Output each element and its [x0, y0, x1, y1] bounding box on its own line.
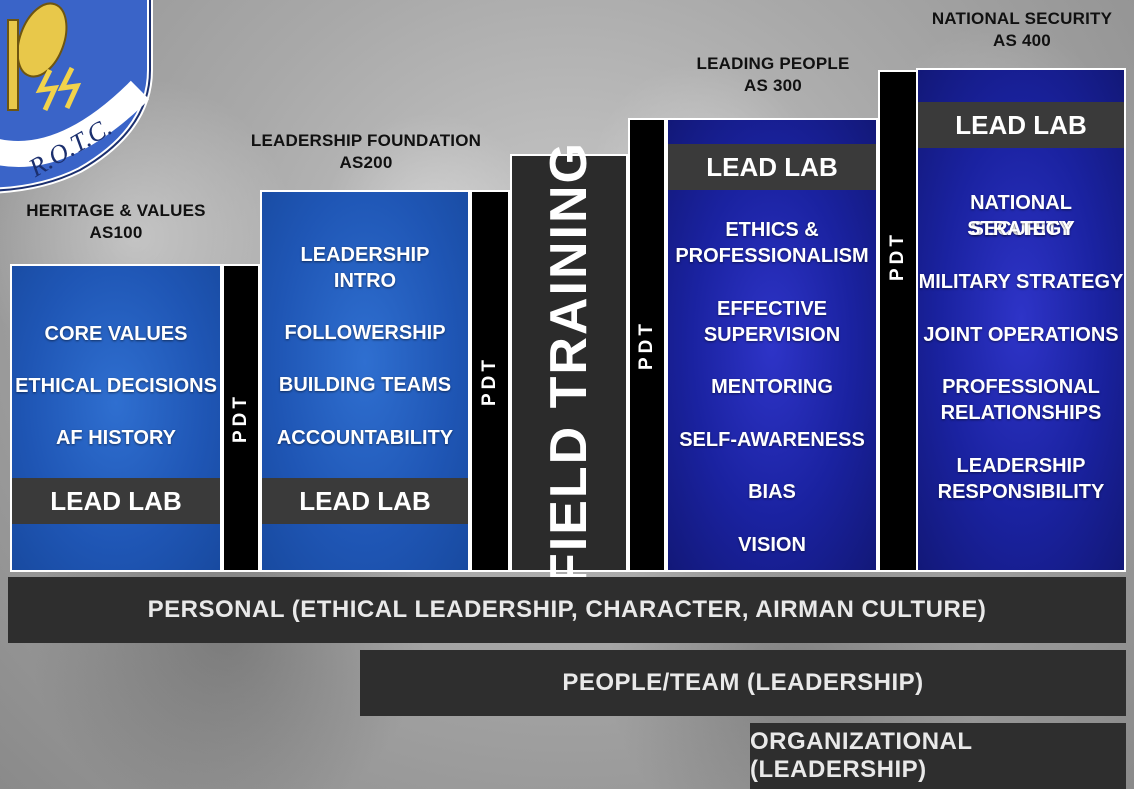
list-item: SUPERVISION: [703, 324, 841, 346]
list-item: STRATEGY: [967, 218, 1075, 240]
bar-label: PEOPLE/TEAM (LEADERSHIP): [562, 669, 924, 696]
as400-block: LEAD LAB NATIONAL SECURITY STRATEGY MILI…: [916, 68, 1126, 572]
pdt-label: PDT: [479, 356, 500, 406]
header-code: AS 300: [744, 76, 802, 95]
list-item: BUILDING TEAMS: [278, 374, 452, 396]
list-item: ETHICAL DECISIONS: [15, 375, 217, 397]
header-code: AS100: [89, 223, 143, 242]
personal-leadership-bar: PERSONAL (ETHICAL LEADERSHIP, CHARACTER,…: [8, 577, 1126, 643]
field-training-label: FIELD TRAINING: [540, 141, 598, 585]
list-item: AF HISTORY: [55, 427, 176, 449]
header-code: AS 400: [993, 31, 1051, 50]
header-title: LEADERSHIP FOUNDATION: [250, 131, 482, 150]
header-title: NATIONAL SECURITY: [931, 9, 1113, 28]
list-item: PROFESSIONAL: [942, 376, 1100, 398]
field-training-block: FIELD TRAINING: [510, 141, 628, 585]
pdt-label: PDT: [230, 393, 251, 443]
list-item: ACCOUNTABILITY: [276, 427, 454, 449]
list-item: LEADERSHIP: [300, 244, 430, 266]
pdt-bar-4: PDT: [878, 70, 918, 572]
header-title: LEADING PEOPLE: [696, 54, 850, 73]
list-item: EFFECTIVE: [716, 298, 827, 320]
header-as100: HERITAGE & VALUES AS100: [10, 200, 222, 244]
lead-lab-label: LEAD LAB: [262, 478, 468, 524]
lead-lab-label: LEAD LAB: [668, 144, 876, 190]
as200-block: LEADERSHIP INTRO FOLLOWERSHIP BUILDING T…: [260, 190, 470, 572]
list-item: VISION: [738, 534, 806, 556]
header-title: HERITAGE & VALUES: [26, 201, 206, 220]
list-item: PROFESSIONALISM: [675, 245, 869, 267]
lead-lab-label: LEAD LAB: [12, 478, 220, 524]
as300-block: LEAD LAB ETHICS & PROFESSIONALISM EFFECT…: [666, 118, 878, 572]
list-item: JOINT OPERATIONS: [923, 324, 1119, 346]
afrotc-crest-logo: R.O.T.C.: [0, 0, 153, 194]
pdt-bar-2: PDT: [470, 190, 510, 572]
list-item: CORE VALUES: [44, 323, 188, 345]
pdt-label: PDT: [636, 320, 657, 370]
list-item: NATIONAL SECURITY: [970, 192, 1072, 240]
list-item: RESPONSIBILITY: [937, 481, 1105, 503]
lead-lab-label: LEAD LAB: [918, 102, 1124, 148]
as100-block: CORE VALUES ETHICAL DECISIONS AF HISTORY…: [10, 264, 222, 572]
list-item: LEADERSHIP: [956, 455, 1086, 477]
list-item: RELATIONSHIPS: [940, 402, 1102, 424]
header-as300: LEADING PEOPLE AS 300: [668, 53, 878, 97]
pdt-bar-1: PDT: [222, 264, 260, 572]
list-item: INTRO: [333, 270, 397, 292]
list-item: BIAS: [748, 481, 796, 503]
header-code: AS200: [339, 153, 393, 172]
pdt-label: PDT: [887, 231, 908, 282]
header-as400: NATIONAL SECURITY AS 400: [918, 8, 1126, 52]
list-item: SELF-AWARENESS: [679, 429, 865, 451]
bar-label: PERSONAL (ETHICAL LEADERSHIP, CHARACTER,…: [147, 596, 987, 623]
list-item: MILITARY STRATEGY: [918, 271, 1124, 293]
list-item: FOLLOWERSHIP: [284, 322, 446, 344]
list-item: ETHICS &: [725, 219, 819, 241]
pdt-bar-3: PDT: [628, 118, 666, 572]
organizational-bar: ORGANIZATIONAL (LEADERSHIP): [750, 723, 1126, 789]
header-as200: LEADERSHIP FOUNDATION AS200: [232, 130, 500, 174]
people-team-bar: PEOPLE/TEAM (LEADERSHIP): [360, 650, 1126, 716]
list-item: MENTORING: [711, 376, 833, 398]
bar-label: ORGANIZATIONAL (LEADERSHIP): [750, 728, 973, 783]
